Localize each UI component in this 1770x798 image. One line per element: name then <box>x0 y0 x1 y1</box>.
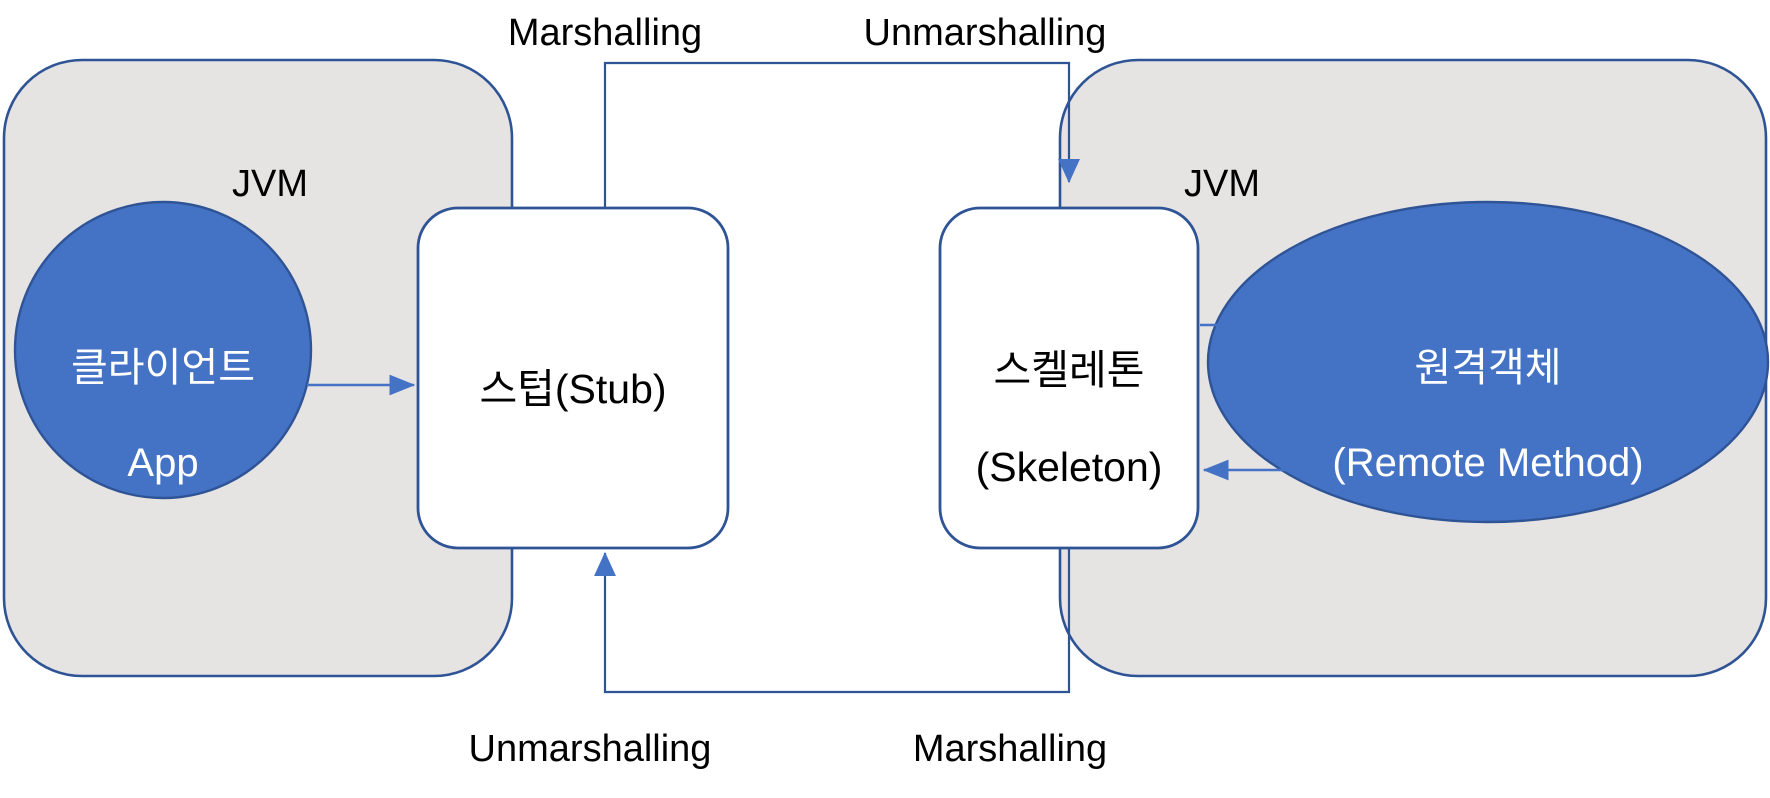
edge-label-marshalling-top: Marshalling <box>507 12 703 54</box>
edge-label-unmarshalling-top: Unmarshalling <box>863 12 1107 54</box>
skeleton-box <box>938 206 1200 550</box>
edge-label-marshalling-bottom: Marshalling <box>912 728 1108 770</box>
edge-label-unmarshalling-bottom: Unmarshalling <box>468 728 712 770</box>
unmarshalling-bottom-path <box>594 492 1071 694</box>
jvm-left-label: JVM <box>232 163 308 205</box>
marshalling-top-path <box>603 61 1080 208</box>
remote-method-node <box>1206 200 1770 524</box>
client-app-node <box>13 200 313 500</box>
stub-box <box>416 206 730 550</box>
jvm-right-label: JVM <box>1184 163 1260 205</box>
